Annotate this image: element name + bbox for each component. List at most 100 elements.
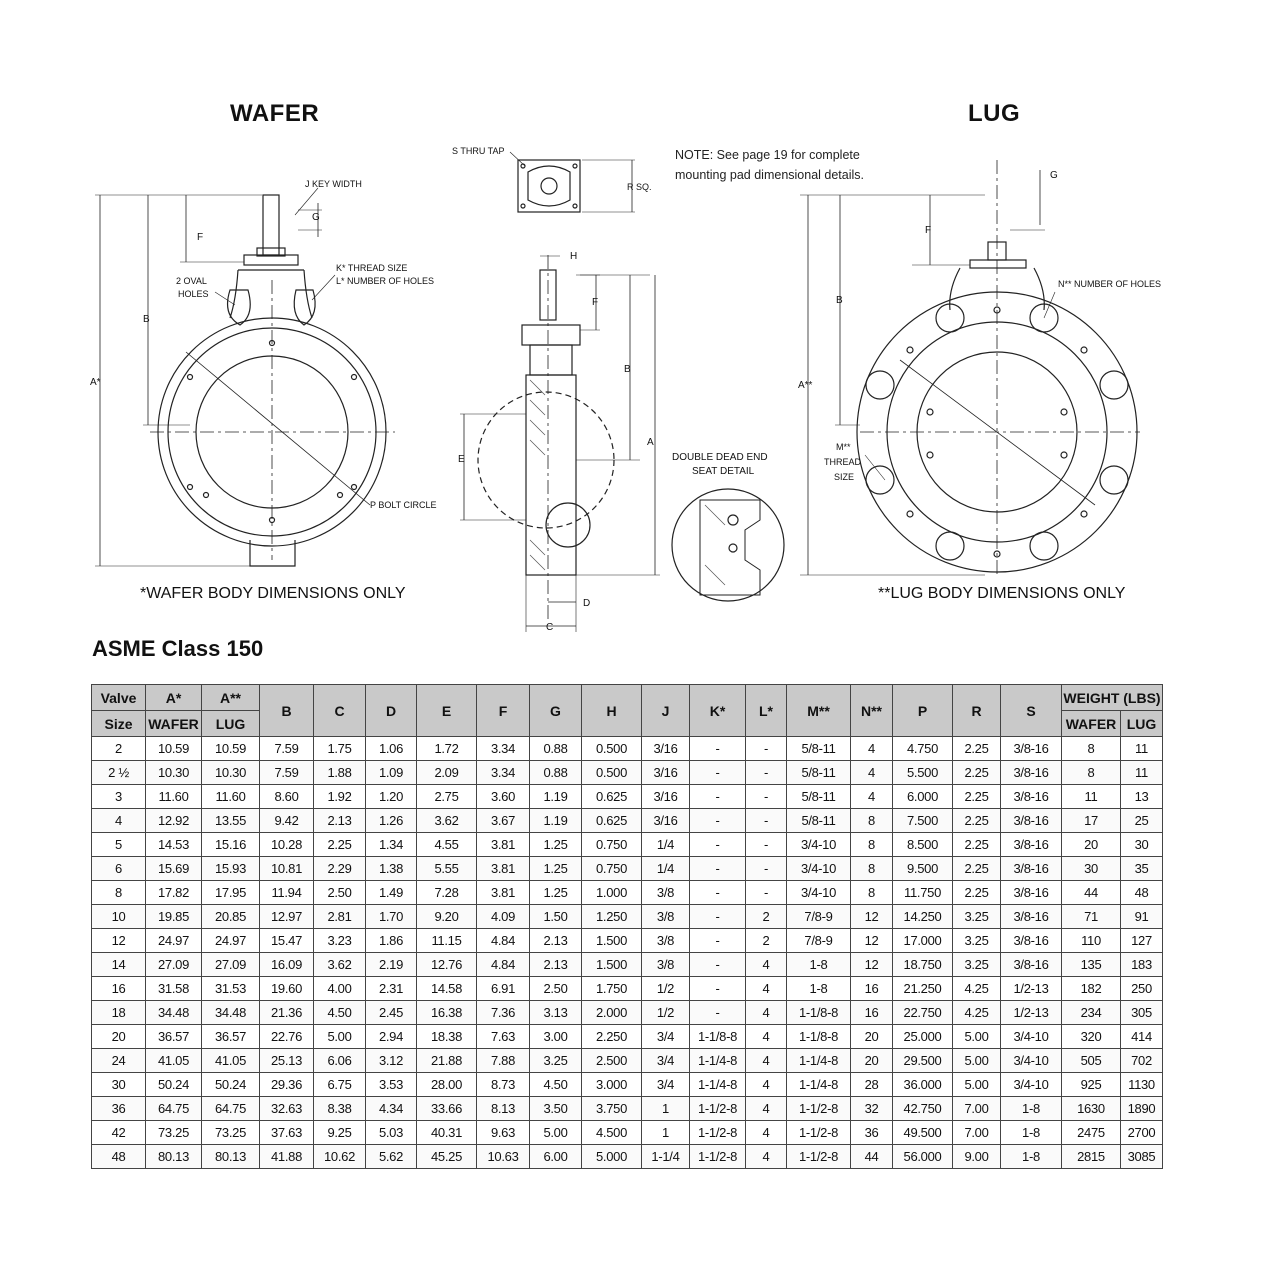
table-cell: 4	[745, 952, 787, 977]
table-cell: 0.88	[529, 736, 582, 761]
label-h: H	[570, 251, 577, 262]
label-c: C	[546, 622, 553, 633]
table-cell: 1.000	[581, 880, 642, 905]
table-cell: 250	[1120, 976, 1163, 1001]
table-cell: 73.25	[145, 1120, 202, 1145]
table-cell: 5.500	[892, 760, 953, 785]
table-cell: 2.000	[581, 1000, 642, 1025]
table-cell: 3.34	[476, 760, 530, 785]
table-cell: 4.25	[952, 1000, 1001, 1025]
table-cell: 7.36	[476, 1000, 530, 1025]
table-cell: 14.53	[145, 832, 202, 857]
table-cell: 3/4-10	[786, 856, 851, 881]
table-cell: 44	[850, 1144, 893, 1169]
table-cell: 1.06	[365, 736, 417, 761]
label-b-side: B	[624, 364, 631, 375]
table-cell: 8	[1061, 760, 1121, 785]
table-cell: 3.25	[952, 952, 1001, 977]
table-cell: 1-1/4-8	[689, 1072, 746, 1097]
table-cell: 4.34	[365, 1096, 417, 1121]
table-cell: 5.00	[952, 1048, 1001, 1073]
table-cell: 1-1/8-8	[786, 1000, 851, 1025]
table-cell: 3.25	[529, 1048, 582, 1073]
table-cell: 3/8-16	[1000, 928, 1062, 953]
table-cell: 3/4-10	[1000, 1024, 1062, 1049]
table-cell: 3.23	[313, 928, 366, 953]
label-f-side: F	[592, 297, 598, 308]
table-cell: 7/8-9	[786, 928, 851, 953]
table-cell: 25.000	[892, 1024, 953, 1049]
th-f: F	[476, 684, 530, 737]
table-cell: 6.00	[529, 1144, 582, 1169]
table-cell: 25.13	[259, 1048, 314, 1073]
table-cell: 10.63	[476, 1144, 530, 1169]
table-cell: 41.88	[259, 1144, 314, 1169]
table-cell: 1-1/8-8	[689, 1024, 746, 1049]
side-section-view	[460, 255, 660, 632]
table-cell: 45.25	[416, 1144, 477, 1169]
th-n: N**	[850, 684, 893, 737]
table-cell: 1-8	[786, 952, 851, 977]
table-cell: 2700	[1120, 1120, 1163, 1145]
table-cell: 37.63	[259, 1120, 314, 1145]
table-cell: 3.00	[529, 1024, 582, 1049]
table-cell: 1.72	[416, 736, 477, 761]
table-cell: 3.13	[529, 1000, 582, 1025]
table-cell: 5.00	[952, 1072, 1001, 1097]
table-cell: 2.25	[952, 880, 1001, 905]
table-cell: -	[689, 904, 746, 929]
table-cell: 8.13	[476, 1096, 530, 1121]
table-cell: 1.500	[581, 952, 642, 977]
table-cell: 11.750	[892, 880, 953, 905]
table-cell: 3/8-16	[1000, 904, 1062, 929]
table-cell: 1.19	[529, 808, 582, 833]
table-cell: 18.750	[892, 952, 953, 977]
table-cell: 4	[745, 1024, 787, 1049]
wafer-caption: *WAFER BODY DIMENSIONS ONLY	[140, 585, 406, 602]
label-d: D	[583, 598, 590, 609]
table-cell: 28.00	[416, 1072, 477, 1097]
table-cell: 4.50	[313, 1000, 366, 1025]
table-cell: 2.500	[581, 1048, 642, 1073]
th-s: S	[1000, 684, 1062, 737]
table-cell: 16	[850, 1000, 893, 1025]
table-cell: 4.00	[313, 976, 366, 1001]
table-cell: 8.73	[476, 1072, 530, 1097]
table-cell: 3.25	[952, 904, 1001, 929]
table-cell: 4.750	[892, 736, 953, 761]
table-cell: -	[689, 880, 746, 905]
th-a-wafer: WAFER	[145, 710, 202, 737]
label-j-key-width: J KEY WIDTH	[305, 179, 362, 189]
table-cell: 7/8-9	[786, 904, 851, 929]
table-cell: 44	[1061, 880, 1121, 905]
table-cell: 3.25	[952, 928, 1001, 953]
table-cell: 2.31	[365, 976, 417, 1001]
table-cell: 8	[850, 832, 893, 857]
table-cell: 13	[1120, 784, 1163, 809]
table-cell: 505	[1061, 1048, 1121, 1073]
label-n-holes: N** NUMBER OF HOLES	[1058, 279, 1161, 289]
table-cell: 1-8	[1000, 1096, 1062, 1121]
table-cell: 21.88	[416, 1048, 477, 1073]
table-cell: 2.13	[529, 928, 582, 953]
table-cell: 7.59	[259, 760, 314, 785]
table-cell: 1	[641, 1096, 690, 1121]
th-weight-wafer: WAFER	[1061, 710, 1121, 737]
table-cell: 10.30	[145, 760, 202, 785]
table-cell: 320	[1061, 1024, 1121, 1049]
table-cell: 4	[850, 736, 893, 761]
lug-front-view	[800, 160, 1140, 576]
table-cell: -	[689, 784, 746, 809]
header-row-1: Valve A* A** B C D E F G H J K* L* M** N…	[91, 684, 1163, 737]
table-cell: 2.25	[952, 736, 1001, 761]
table-cell: 183	[1120, 952, 1163, 977]
table-title: ASME Class 150	[92, 636, 264, 661]
th-m: M**	[786, 684, 851, 737]
table-cell: 4	[91, 808, 146, 833]
th-h: H	[581, 684, 642, 737]
